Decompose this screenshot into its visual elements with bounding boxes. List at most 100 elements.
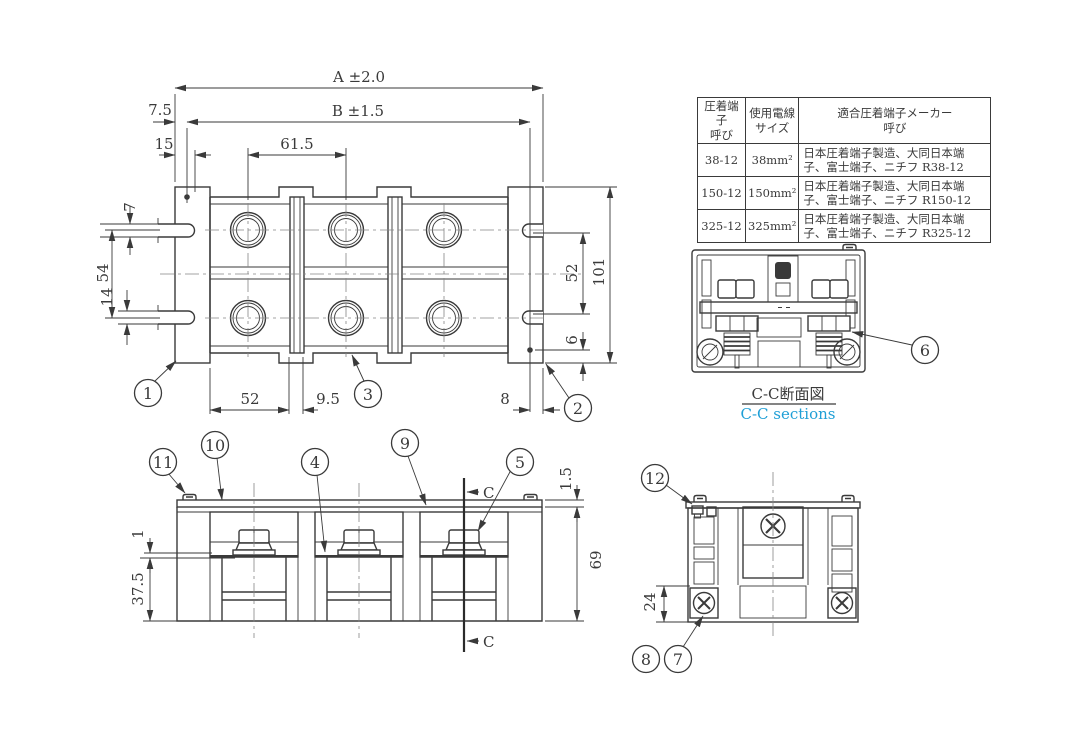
plan-right-end-block bbox=[507, 186, 544, 364]
front-centerlines bbox=[253, 483, 360, 638]
dim-label-69: 69 bbox=[587, 550, 605, 569]
callout-10: 10 bbox=[200, 430, 230, 460]
callout-7: 7 bbox=[663, 644, 693, 674]
dim-label-1-5: 1.5 bbox=[557, 467, 575, 491]
section-terminal-strip bbox=[699, 301, 858, 314]
crimp-terminal-spec-table: 圧着端子 呼び 使用電線 サイズ 適合圧着端子メーカー 呼び 38-12 38m… bbox=[697, 96, 992, 244]
callout-4: 4 bbox=[300, 447, 330, 477]
svg-text:7: 7 bbox=[673, 650, 683, 669]
dim-label-24: 24 bbox=[641, 592, 659, 611]
svg-text:9: 9 bbox=[400, 434, 410, 453]
front-left-bump bbox=[182, 493, 197, 500]
table-row: 325-12 325mm² 日本圧着端子製造、大同日本端子、富士端子、ニチフ R… bbox=[697, 209, 992, 244]
dim-label-a: A ±2.0 bbox=[332, 68, 385, 86]
dim-label-1: 1 bbox=[129, 529, 147, 539]
plan-extension-lines bbox=[100, 94, 617, 414]
callout-1: 1 bbox=[133, 378, 163, 408]
header-maker: 適合圧着端子メーカー 呼び bbox=[798, 96, 992, 145]
cell-maker: 日本圧着端子製造、大同日本端子、富士端子、ニチフ R325-12 bbox=[798, 209, 992, 244]
front-right-bump bbox=[523, 493, 538, 500]
plan-divider-walls bbox=[289, 196, 403, 354]
svg-text:11: 11 bbox=[153, 453, 173, 472]
dim-label-8: 8 bbox=[500, 390, 510, 408]
cell-maker: 日本圧着端子製造、大同日本端子、富士端子、ニチフ R38-12 bbox=[798, 143, 992, 178]
dim-label-54: 54 bbox=[94, 263, 112, 282]
plan-dimensions bbox=[108, 84, 614, 414]
section-side-slots bbox=[701, 259, 856, 329]
front-dimensions bbox=[140, 485, 584, 622]
side-view: 24 12 8 7 bbox=[631, 463, 861, 674]
plan-mounting-slots bbox=[157, 218, 543, 330]
section-mount-holes bbox=[696, 338, 861, 366]
callout-11: 11 bbox=[148, 447, 178, 477]
dim-label-52-bottom: 52 bbox=[240, 390, 259, 408]
cell-wire-size: 150mm² bbox=[744, 176, 800, 211]
section-title-en: C-C sections bbox=[741, 405, 836, 423]
section-center-column bbox=[767, 255, 799, 303]
cell-terminal: 150-12 bbox=[697, 176, 746, 211]
dim-label-101: 101 bbox=[590, 258, 608, 287]
cell-terminal: 38-12 bbox=[697, 143, 746, 178]
side-din-clip bbox=[691, 505, 717, 519]
svg-text:12: 12 bbox=[645, 469, 665, 488]
callout-12: 12 bbox=[640, 463, 670, 493]
callout-6: 6 bbox=[910, 335, 940, 365]
plan-inner-lines bbox=[210, 203, 508, 347]
side-left-mount-pad bbox=[689, 587, 719, 619]
section-hex-nuts bbox=[715, 315, 851, 332]
dim-label-15: 15 bbox=[154, 135, 173, 153]
side-dimensions bbox=[656, 585, 690, 623]
cell-terminal: 325-12 bbox=[697, 209, 746, 244]
cc-section-view: 6 C-C断面図 C-C sections bbox=[691, 243, 940, 423]
plan-central-body bbox=[209, 186, 509, 364]
header-wire-size: 使用電線 サイズ bbox=[744, 96, 800, 145]
section-upper-nuts bbox=[717, 279, 849, 299]
section-letter-bottom: C bbox=[483, 633, 494, 651]
front-top-plate bbox=[176, 499, 543, 508]
section-letter-top: C bbox=[483, 484, 494, 502]
plan-centerlines bbox=[160, 203, 585, 357]
dim-label-37-5: 37.5 bbox=[129, 572, 147, 605]
cell-maker: 日本圧着端子製造、大同日本端子、富士端子、ニチフ R150-12 bbox=[798, 176, 992, 211]
top-plan-view: A ±2.0 B ±1.5 7.5 15 61.5 7 54 14 52 101… bbox=[94, 68, 617, 423]
header-terminal-name: 圧着端子 呼び bbox=[697, 96, 746, 145]
dim-label-52-right: 52 bbox=[563, 263, 581, 282]
table-header-row: 圧着端子 呼び 使用電線 サイズ 適合圧着端子メーカー 呼び bbox=[697, 96, 992, 145]
section-body-outline bbox=[691, 249, 866, 373]
side-right-column bbox=[831, 515, 853, 593]
svg-text:5: 5 bbox=[515, 453, 525, 472]
dim-label-9-5: 9.5 bbox=[316, 390, 340, 408]
dim-label-14: 14 bbox=[98, 287, 116, 306]
dim-label-b: B ±1.5 bbox=[332, 102, 384, 120]
callout-5: 5 bbox=[505, 447, 535, 477]
callout-9: 9 bbox=[390, 428, 420, 458]
section-threaded-studs bbox=[723, 332, 843, 369]
callout-3: 3 bbox=[353, 379, 383, 409]
plan-left-end-block bbox=[174, 186, 211, 364]
svg-text:2: 2 bbox=[573, 399, 583, 418]
svg-text:3: 3 bbox=[363, 385, 373, 404]
table-row: 150-12 150mm² 日本圧着端子製造、大同日本端子、富士端子、ニチフ R… bbox=[697, 176, 992, 211]
callout-8: 8 bbox=[631, 644, 661, 674]
dim-label-61-5: 61.5 bbox=[280, 135, 313, 153]
svg-text:6: 6 bbox=[920, 341, 930, 360]
callout-2: 2 bbox=[563, 393, 593, 423]
cell-wire-size: 325mm² bbox=[744, 209, 800, 244]
dim-label-6: 6 bbox=[563, 335, 581, 345]
dim-label-7: 7 bbox=[121, 202, 139, 212]
svg-text:4: 4 bbox=[310, 453, 320, 472]
svg-text:1: 1 bbox=[143, 384, 153, 403]
cell-wire-size: 38mm² bbox=[744, 143, 800, 178]
svg-text:10: 10 bbox=[205, 436, 225, 455]
side-left-column bbox=[693, 516, 715, 585]
section-title-jp: C-C断面図 bbox=[751, 385, 824, 403]
front-view: C C 1.5 69 1 37.5 11 10 4 9 5 bbox=[129, 428, 605, 652]
svg-text:8: 8 bbox=[641, 650, 651, 669]
section-cut-line: C C bbox=[462, 478, 494, 652]
dim-label-7-5: 7.5 bbox=[148, 101, 172, 119]
front-body-outline bbox=[176, 507, 543, 622]
front-pedestals bbox=[221, 557, 497, 621]
table-row: 38-12 38mm² 日本圧着端子製造、大同日本端子、富士端子、ニチフ R38… bbox=[697, 143, 992, 178]
